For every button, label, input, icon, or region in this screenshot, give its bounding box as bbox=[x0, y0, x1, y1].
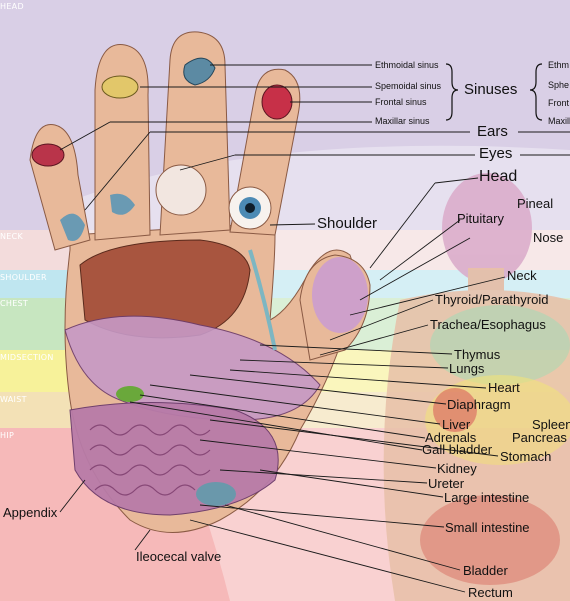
label-sinus-right-4: Maxill bbox=[548, 116, 570, 126]
label-pancreas: Pancreas bbox=[512, 430, 567, 445]
label-large-intestine: Large intestine bbox=[444, 490, 530, 505]
label-appendix: Appendix bbox=[3, 505, 58, 520]
label-thyroid: Thyroid/Parathyroid bbox=[435, 292, 549, 307]
label-lungs: Lungs bbox=[449, 361, 485, 376]
label-small-intestine: Small intestine bbox=[445, 520, 530, 535]
label-ureter: Ureter bbox=[428, 476, 465, 491]
sinus-brace-left bbox=[445, 63, 459, 121]
label-sphenoidal-sinus: Spemoidal sinus bbox=[375, 81, 442, 91]
label-ileocecal-valve: Ileocecal valve bbox=[136, 549, 222, 564]
band-label-shoulder: SHOULDER bbox=[0, 273, 47, 282]
label-maxillar-sinus: Maxillar sinus bbox=[375, 116, 430, 126]
label-liver: Liver bbox=[442, 417, 471, 432]
label-ears: Ears bbox=[477, 123, 508, 140]
label-kidney: Kidney bbox=[437, 461, 477, 476]
label-pituitary: Pituitary bbox=[457, 211, 504, 226]
label-heart: Heart bbox=[488, 380, 520, 395]
hand-illustration bbox=[29, 31, 371, 533]
label-thymus: Thymus bbox=[454, 347, 501, 362]
label-trachea: Trachea/Esophagus bbox=[430, 317, 546, 332]
leader-lines bbox=[59, 64, 570, 593]
band-label-waist: WAIST bbox=[0, 395, 27, 404]
label-nose: Nose bbox=[533, 230, 564, 245]
label-spleen: Spleen bbox=[532, 417, 570, 432]
label-sinuses-group: Sinuses bbox=[464, 81, 518, 98]
band-label-hip: HIP bbox=[0, 431, 15, 440]
label-diaphragm: Diaphragm bbox=[447, 397, 511, 412]
label-head: Head bbox=[479, 168, 518, 185]
label-adrenals: Adrenals bbox=[425, 430, 477, 445]
label-neck: Neck bbox=[507, 268, 537, 283]
label-sinus-right-2: Sphe bbox=[548, 80, 570, 90]
sinus-brace-right bbox=[529, 63, 543, 121]
band-label-neck: NECK bbox=[0, 232, 24, 241]
label-eyes: Eyes bbox=[479, 145, 513, 162]
label-bladder: Bladder bbox=[463, 563, 508, 578]
label-pineal: Pineal bbox=[517, 196, 554, 211]
label-sinus-right-3: Front bbox=[548, 98, 570, 108]
label-shoulder: Shoulder bbox=[317, 215, 378, 232]
label-frontal-sinus: Frontal sinus bbox=[375, 97, 427, 107]
label-ethmoidal-sinus: Ethmoidal sinus bbox=[375, 60, 439, 70]
label-rectum: Rectum bbox=[468, 585, 513, 600]
band-label-head: HEAD bbox=[0, 2, 24, 11]
band-label-chest: CHEST bbox=[0, 299, 29, 308]
label-gall-bladder: Gall bladder bbox=[422, 442, 493, 457]
label-stomach: Stomach bbox=[500, 449, 552, 464]
band-label-midsection: MIDSECTION bbox=[0, 353, 54, 362]
label-sinus-right-1: Ethm bbox=[548, 60, 570, 70]
